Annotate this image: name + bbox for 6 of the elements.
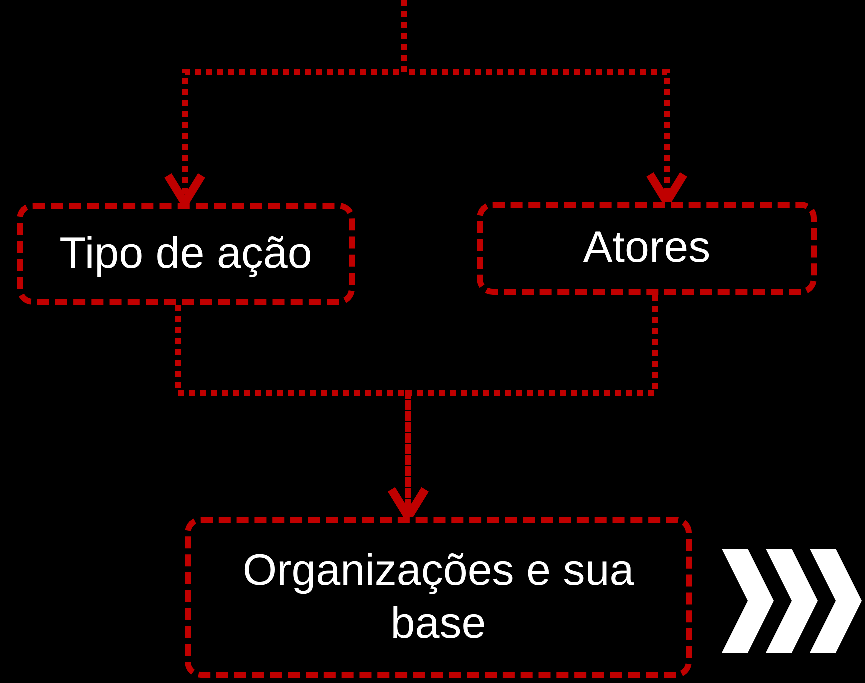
box-label: Organizações e sua base (242, 544, 636, 650)
process-box (17, 203, 355, 305)
box-label: Atores (583, 222, 711, 274)
process-box (477, 202, 817, 295)
box-label: Tipo de ação (60, 228, 312, 280)
process-box (185, 517, 692, 678)
